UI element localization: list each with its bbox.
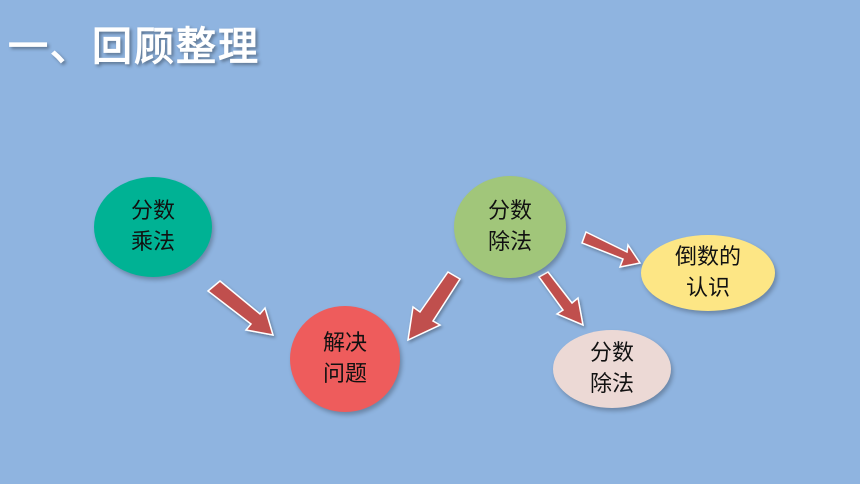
node-fraction-multiplication-label: 分数 乘法 xyxy=(130,199,175,255)
node-fraction-division-top-label: 分数 除法 xyxy=(487,199,532,255)
arrow-division-to-reciprocal xyxy=(581,230,642,269)
node-fraction-division-bottom-label: 分数 除法 xyxy=(589,341,634,397)
node-fraction-division-top: 分数 除法 xyxy=(454,176,566,278)
node-problem-solving-label: 解决 问题 xyxy=(322,331,367,387)
node-reciprocal-label: 倒数的 认识 xyxy=(674,245,741,301)
node-problem-solving: 解决 问题 xyxy=(290,306,400,412)
node-fraction-multiplication: 分数 乘法 xyxy=(94,177,212,277)
node-fraction-division-bottom: 分数 除法 xyxy=(553,330,671,408)
arrow-division-to-division xyxy=(537,271,584,327)
arrow-multiplication-to-problem xyxy=(206,280,275,336)
arrow-division-to-problem xyxy=(407,271,462,342)
node-reciprocal: 倒数的 认识 xyxy=(641,235,775,311)
slide-title: 一、回顾整理 xyxy=(8,24,260,70)
